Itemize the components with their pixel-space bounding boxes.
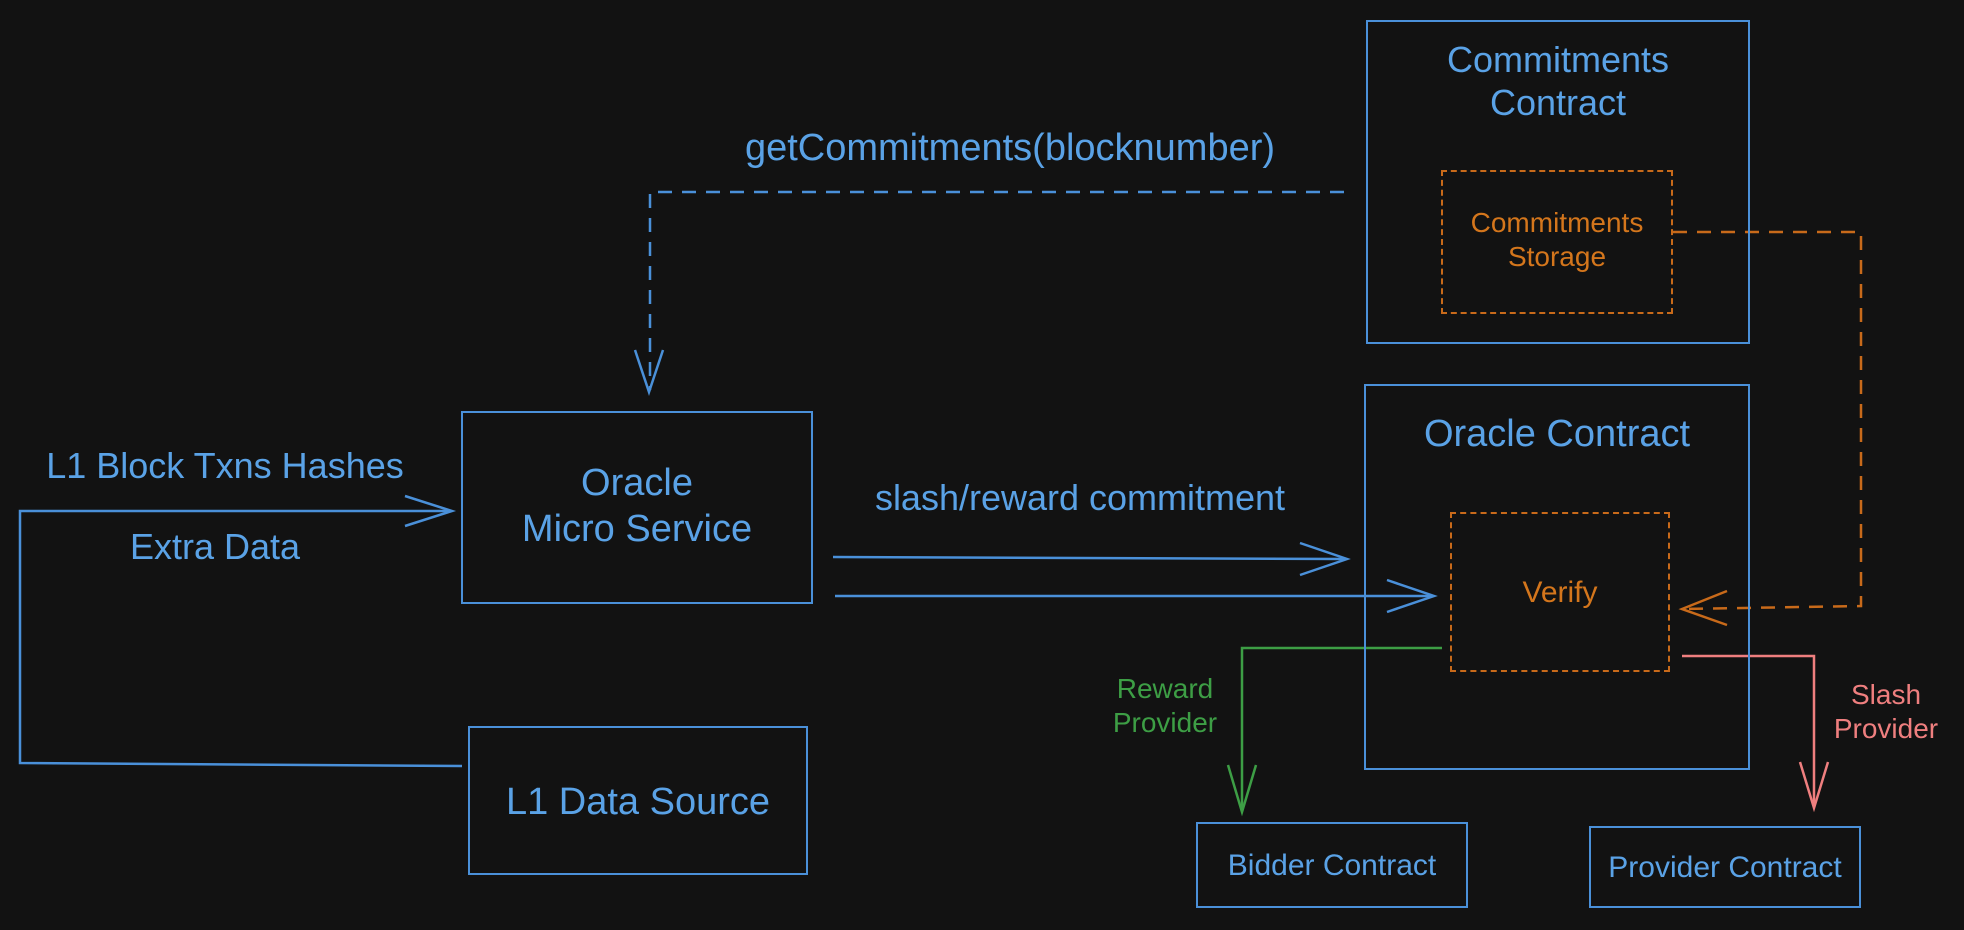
slash-reward-commitment-label: slash/reward commitment xyxy=(874,477,1286,518)
provider-contract-box xyxy=(1589,826,1861,908)
get-commitments-arrow xyxy=(633,190,1344,396)
oracle-contract-label: Oracle Contract xyxy=(1423,413,1691,455)
verify-label: Verify xyxy=(1522,576,1598,609)
get-commitments-label: getCommitments(blocknumber) xyxy=(744,127,1276,169)
commitments-contract-box xyxy=(1366,20,1750,344)
extra-data-label: Extra Data xyxy=(129,526,301,567)
provider-contract-label: Provider Contract xyxy=(1608,851,1842,884)
l1-data-source-label: L1 Data Source xyxy=(505,781,771,823)
slash-reward-arrows xyxy=(832,541,1438,614)
l1-block-txns-hashes-label: L1 Block Txns Hashes xyxy=(46,445,404,486)
l1-input-arrow xyxy=(18,494,463,768)
bidder-contract-box xyxy=(1196,822,1468,908)
slash-provider-label: Slash Provider xyxy=(1833,679,1939,744)
oracle-micro-service-label: Oracle Micro Service xyxy=(521,462,753,550)
commitments-storage-box xyxy=(1441,170,1673,314)
commitments-contract-label: Commitments Contract xyxy=(1446,39,1670,124)
oracle-micro-service-box xyxy=(461,411,813,604)
reward-provider-label: Reward Provider xyxy=(1112,673,1218,738)
slash-provider-arrow xyxy=(1682,654,1830,813)
oracle-contract-box xyxy=(1364,384,1750,770)
verify-box xyxy=(1450,512,1670,672)
storage-to-verify-arrow xyxy=(1673,230,1863,627)
l1-data-source-box xyxy=(468,726,808,875)
bidder-contract-label: Bidder Contract xyxy=(1227,849,1437,882)
reward-provider-arrow xyxy=(1226,646,1442,817)
commitments-storage-label: Commitments Storage xyxy=(1470,207,1644,272)
